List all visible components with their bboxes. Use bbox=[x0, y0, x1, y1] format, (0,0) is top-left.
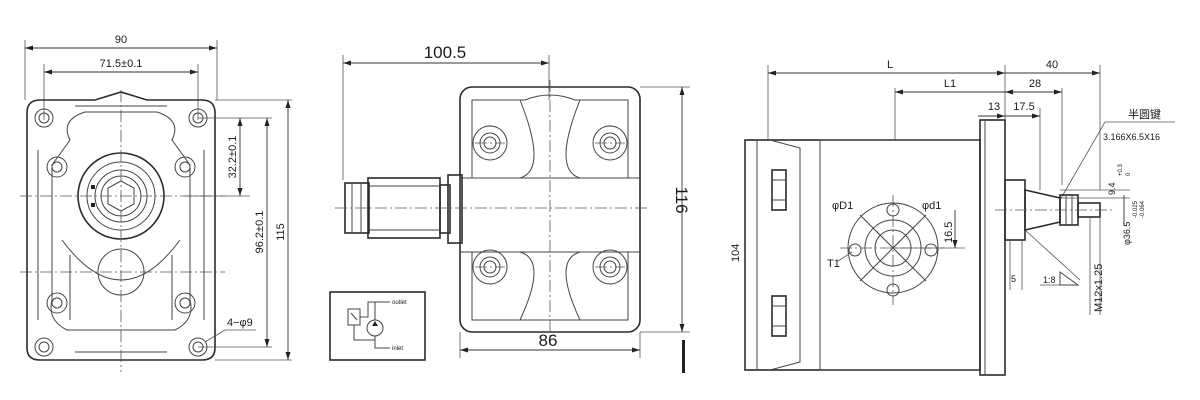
symbol-outlet-label: outlet bbox=[392, 300, 407, 306]
dim-28: 28 bbox=[1029, 78, 1041, 90]
side-view: L 40 28 L1 13 17.5 半圆键 3.166X6.5X16 bbox=[730, 59, 1175, 376]
front-mount-hole-tl bbox=[34, 108, 54, 128]
dim-height-116: 116 bbox=[672, 186, 691, 213]
taper-ratio: 1:8 bbox=[1043, 275, 1056, 285]
dim-40: 40 bbox=[1046, 59, 1058, 71]
key-type-label: 半圆键 bbox=[1128, 107, 1161, 121]
dim-5: 5 bbox=[1011, 274, 1016, 284]
port-D1-label: φD1 bbox=[832, 200, 853, 212]
dim-length-100-5: 100.5 bbox=[424, 43, 467, 62]
dim-16-5: 16.5 bbox=[943, 222, 955, 243]
dim-height-104: 104 bbox=[730, 244, 742, 262]
dim-width-86: 86 bbox=[539, 331, 558, 350]
hydraulic-symbol: outlet inlet bbox=[329, 291, 426, 361]
front-view: 90 71.5±0.1 bbox=[20, 34, 292, 372]
dim-L: L bbox=[887, 59, 893, 71]
dim-L1: L1 bbox=[944, 78, 956, 90]
shaft-diameter: φ36.5 bbox=[1122, 222, 1132, 245]
dim-17-5: 17.5 bbox=[1013, 101, 1034, 113]
key-size-label: 3.166X6.5X16 bbox=[1103, 132, 1160, 142]
shaft-tol-lower: -0.064 bbox=[1140, 200, 1146, 218]
dim-bolt-offset: 32.2±0.1 bbox=[227, 136, 239, 179]
dim-13: 13 bbox=[988, 101, 1000, 113]
dim-bolt-vertical-span: 96.2±0.1 bbox=[254, 211, 266, 254]
dim-height-115: 115 bbox=[275, 223, 287, 241]
thread-size: M12x1.25 bbox=[1093, 264, 1105, 312]
front-mount-hole-bl bbox=[34, 337, 54, 357]
dim-9-4: 9.4 bbox=[1107, 182, 1117, 195]
dim-bolt-span: 71.5±0.1 bbox=[100, 58, 143, 70]
top-view: 100.5 bbox=[335, 43, 691, 373]
port-d1-label: φd1 bbox=[922, 200, 941, 212]
dim-9-4-tol-lower: 0 bbox=[1126, 172, 1132, 176]
T1-label: T1 bbox=[827, 258, 840, 270]
holes-callout: 4−φ9 bbox=[227, 317, 253, 329]
dim-width-90: 90 bbox=[115, 34, 127, 46]
dim-9-4-tol-upper: +0.3 bbox=[1118, 163, 1124, 176]
shaft-tol-upper: -0.025 bbox=[1133, 200, 1139, 218]
symbol-inlet-label: inlet bbox=[392, 346, 403, 352]
